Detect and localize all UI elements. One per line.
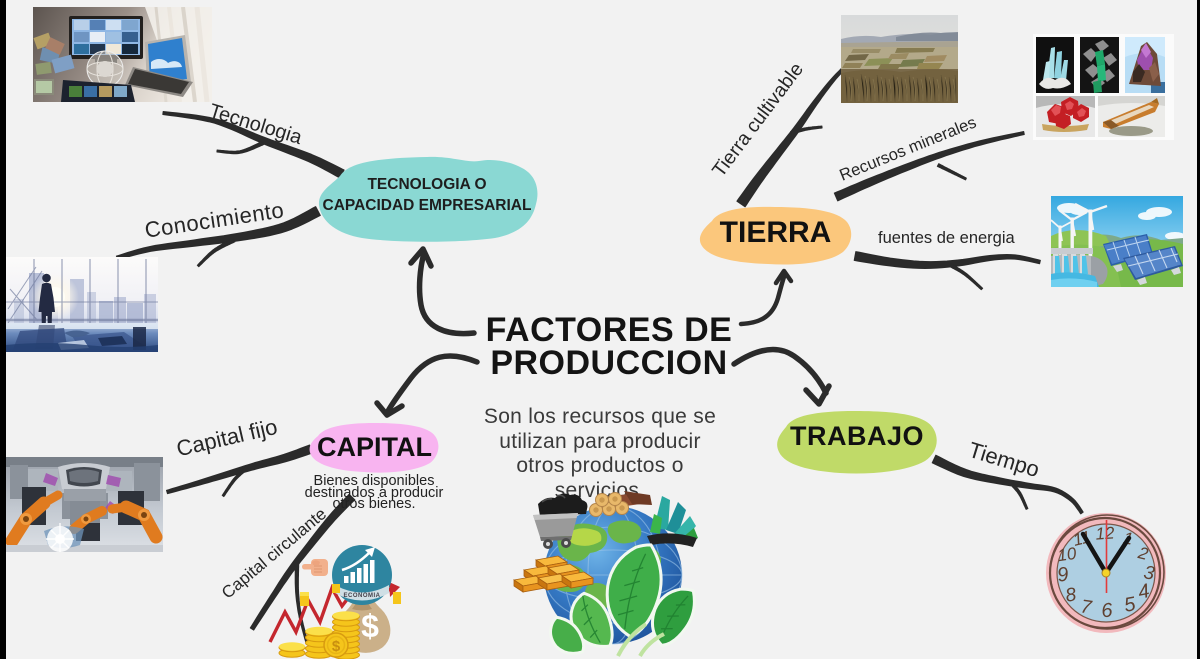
svg-text:3: 3 <box>1142 562 1156 585</box>
svg-text:10: 10 <box>1056 544 1078 566</box>
svg-text:8: 8 <box>1064 584 1078 607</box>
svg-text:5: 5 <box>1122 593 1138 617</box>
svg-text:$: $ <box>332 638 341 655</box>
svg-text:9: 9 <box>1056 563 1070 586</box>
svg-text:12: 12 <box>1095 523 1116 543</box>
svg-text:7: 7 <box>1079 596 1094 618</box>
svg-text:6: 6 <box>1100 599 1114 622</box>
svg-text:$: $ <box>361 608 379 644</box>
svg-text:ECONOMIA: ECONOMIA <box>344 593 381 599</box>
svg-text:4: 4 <box>1136 580 1151 604</box>
